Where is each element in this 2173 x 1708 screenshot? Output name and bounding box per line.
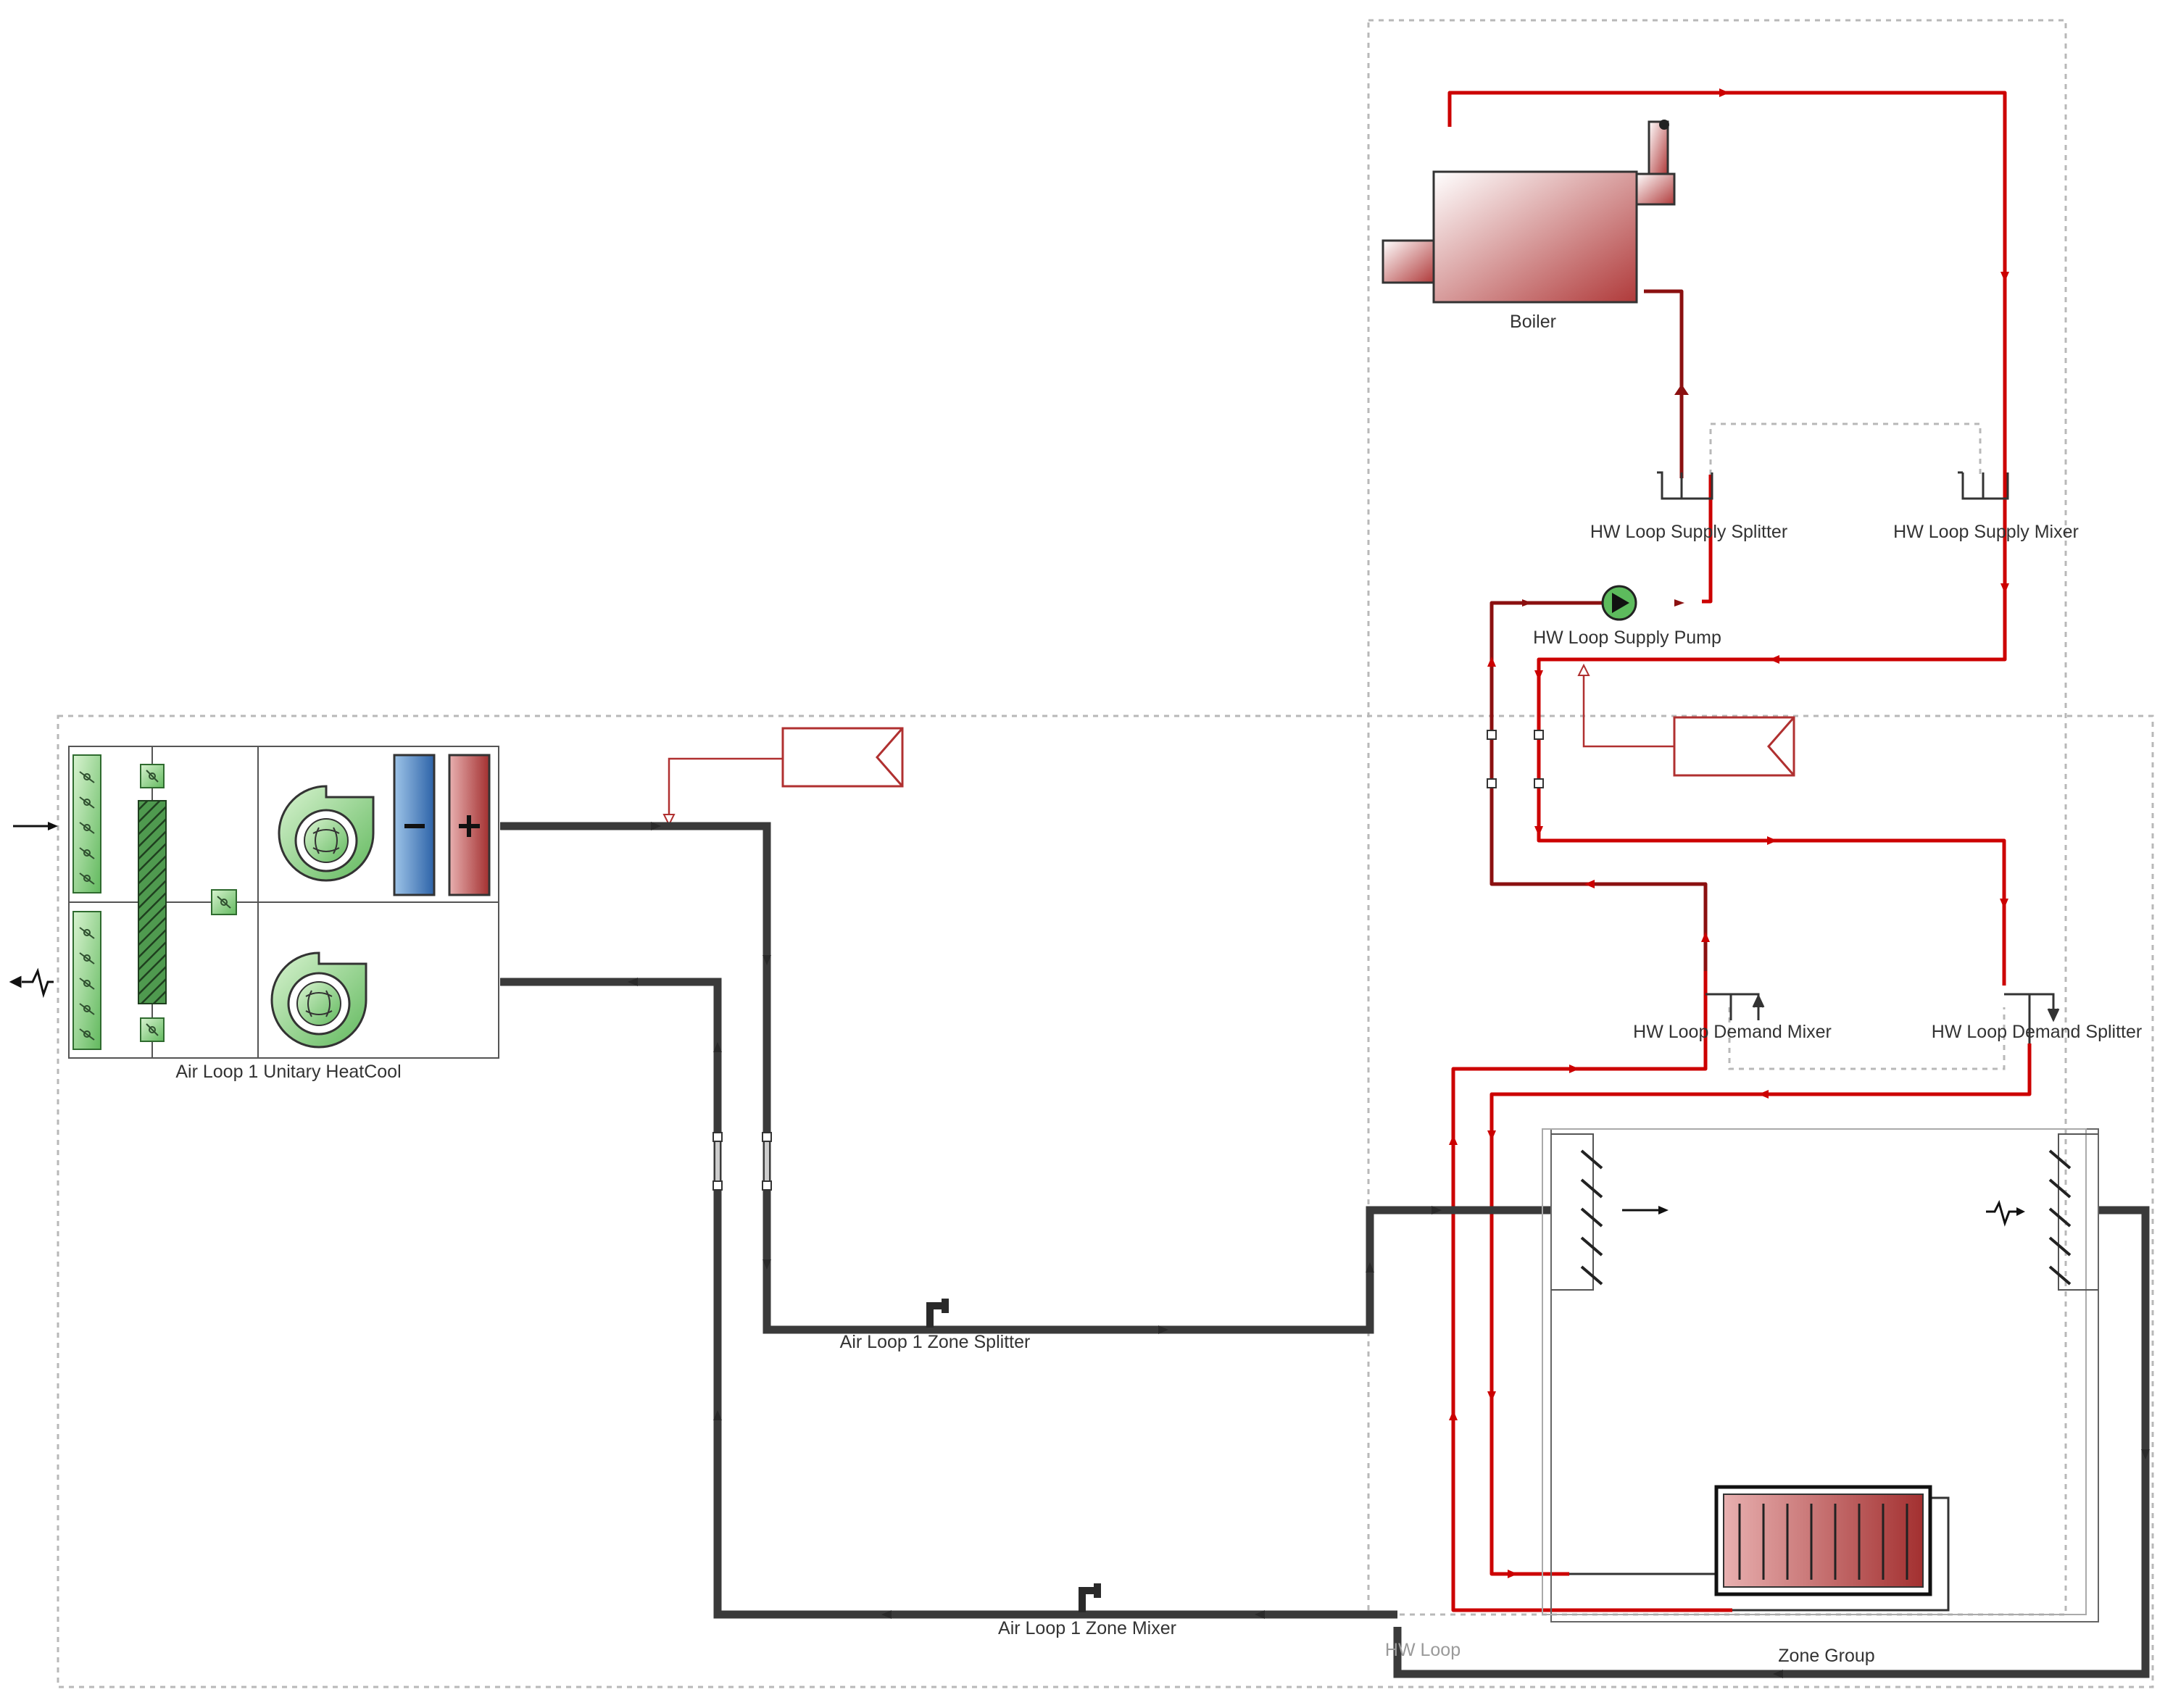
- demand-mixer-icon[interactable]: [1705, 993, 1765, 1020]
- loop-node-connectors: [712, 730, 1544, 1191]
- return-fan-icon: [270, 951, 367, 1049]
- baseboard-heater-icon[interactable]: [1569, 1485, 1950, 1612]
- air-diffuser-icon: [1551, 1133, 1669, 1291]
- air-loop-breaks: [715, 1141, 769, 1181]
- boiler-label: Boiler: [1510, 312, 1556, 332]
- air-loop-break-nodes: [712, 1132, 772, 1191]
- zone-mixer-label: Air Loop 1 Zone Mixer: [998, 1618, 1176, 1638]
- air-flow-arrows: [628, 822, 2150, 1678]
- pump-icon[interactable]: [1601, 585, 1637, 621]
- unitary-heatcool-unit[interactable]: [68, 746, 499, 1059]
- zone-splitter-icon[interactable]: [926, 1299, 949, 1328]
- thermal-zone[interactable]: [1542, 1128, 2099, 1622]
- heat-recovery-icon: [138, 800, 167, 1004]
- supply-fan-icon: [278, 785, 375, 882]
- supply-mixer-icon[interactable]: [1958, 471, 2009, 500]
- air-ducts: [500, 822, 2150, 1678]
- supply-pump-label: HW Loop Supply Pump: [1533, 628, 1721, 648]
- zone-splitter-label: Air Loop 1 Zone Splitter: [840, 1332, 1031, 1352]
- heating-coil-icon: [448, 754, 491, 896]
- cooling-coil-icon: [393, 754, 436, 896]
- hw-supply-bypass-dashed: [1709, 422, 1982, 475]
- air-loop-boundary: [57, 715, 2154, 1688]
- supply-splitter-label: HW Loop Supply Splitter: [1590, 522, 1787, 542]
- return-air-grille-icon: [1986, 1133, 2098, 1291]
- supply-splitter-icon[interactable]: [1657, 471, 1713, 500]
- setpoint-manager-icon[interactable]: [1577, 663, 1795, 777]
- zone-group-label: Zone Group: [1778, 1646, 1874, 1666]
- relief-air-damper-icon: [72, 911, 101, 1050]
- zone-mixer-icon[interactable]: [1079, 1583, 1101, 1612]
- hw-demand-bypass-dashed: [1728, 1007, 2006, 1070]
- outdoor-air-inlet-arrow-icon: [13, 822, 58, 830]
- setpoint-manager-icon[interactable]: [662, 727, 904, 827]
- outdoor-air-damper-icon: [72, 754, 101, 893]
- air-loop-unit-label: Air Loop 1 Unitary HeatCool: [175, 1062, 401, 1082]
- supply-mixer-label: HW Loop Supply Mixer: [1893, 522, 2079, 542]
- hw-flow-arrows: [1449, 88, 2009, 1578]
- exhaust-air-outlet-icon: [9, 967, 54, 999]
- demand-splitter-label: HW Loop Demand Splitter: [1932, 1022, 2142, 1042]
- hw-loop-label: HW Loop: [1385, 1640, 1461, 1660]
- demand-splitter-icon[interactable]: [2004, 993, 2060, 1043]
- boiler-icon[interactable]: [1382, 120, 1676, 304]
- demand-mixer-label: HW Loop Demand Mixer: [1633, 1022, 1832, 1042]
